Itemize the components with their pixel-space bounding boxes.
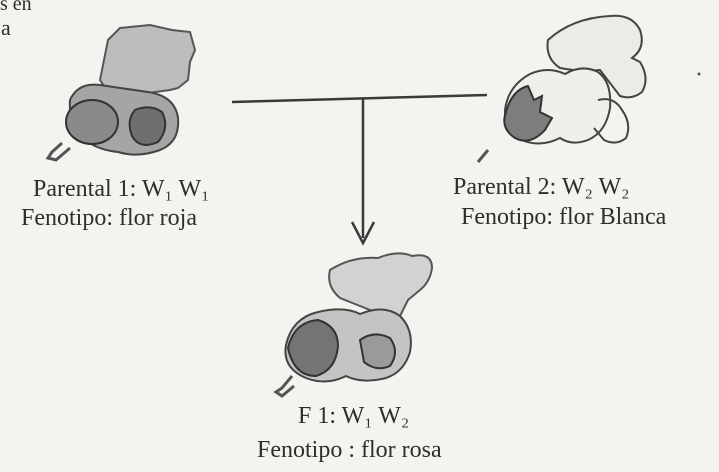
speck xyxy=(698,73,701,76)
cropped-text-fragment-2: a xyxy=(1,17,11,39)
parental2-genotype-label: Parental 2: W₂ W₂ xyxy=(453,175,629,199)
f1-genotype-label: F 1: W₁ W₂ xyxy=(298,404,409,428)
cropped-text-fragment: s en xyxy=(0,0,32,14)
cross-line xyxy=(232,95,487,102)
f1-flower-illustration xyxy=(276,253,432,396)
parental2-phenotype-label: Fenotipo: flor Blanca xyxy=(461,205,666,229)
f1-phenotype-label: Fenotipo : flor rosa xyxy=(257,438,442,462)
parental1-flower-illustration xyxy=(48,25,195,160)
parental1-phenotype-label: Fenotipo: flor roja xyxy=(21,206,197,230)
parental2-flower-illustration xyxy=(478,16,646,162)
parental1-genotype-label: Parental 1: W₁ W₁ xyxy=(33,177,209,201)
